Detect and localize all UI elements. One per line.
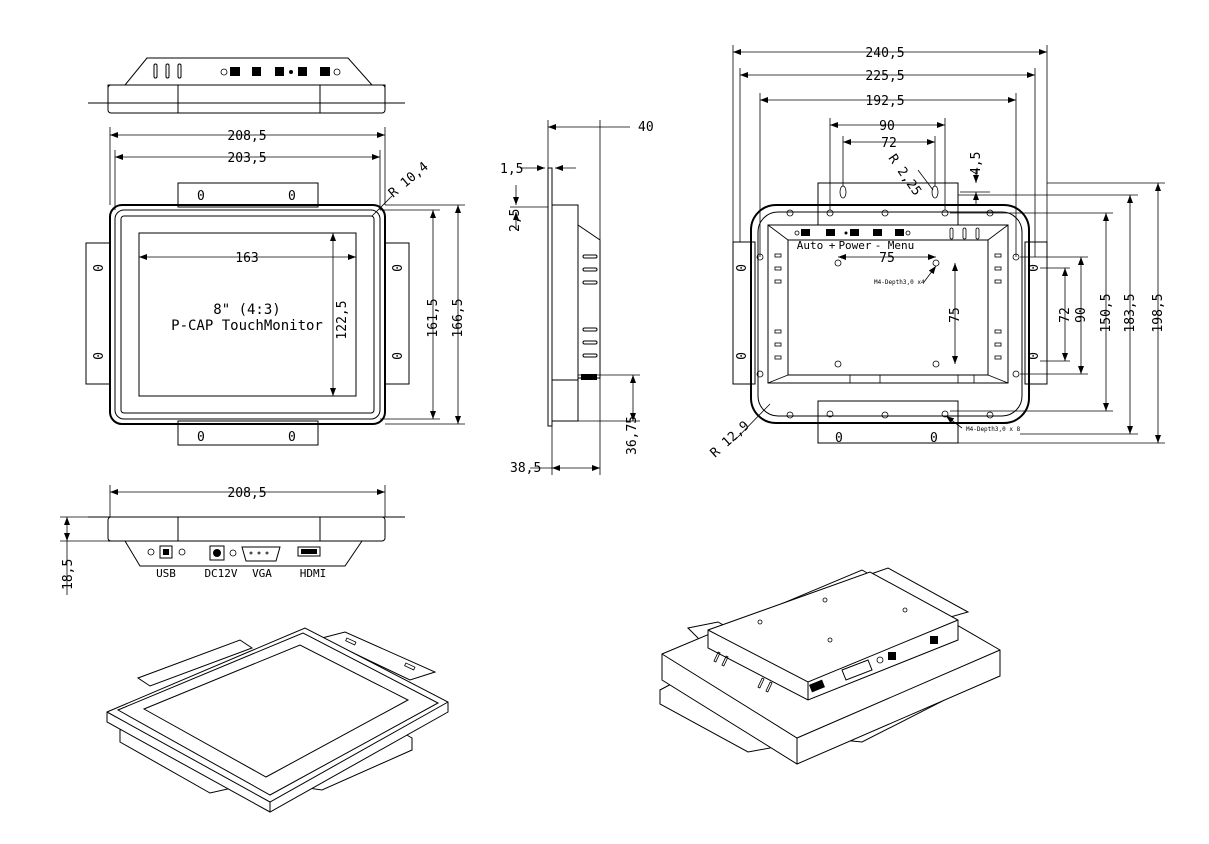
button-label-plus: + — [829, 239, 836, 252]
dim-front-width-outer: 208,5 — [227, 129, 266, 144]
svg-text:0: 0 — [835, 431, 843, 446]
bottom-view: USB DC12V VGA HDMI 208,5 18,5 — [60, 485, 405, 595]
svg-text:0: 0 — [1024, 352, 1039, 360]
dim-back-v-150: 150,5 — [1099, 293, 1114, 332]
svg-text:0: 0 — [288, 189, 296, 204]
dim-back-v-75: 75 — [948, 307, 963, 323]
dim-back-h-75: 75 — [879, 251, 895, 266]
back-buttons — [794, 229, 911, 236]
front-title-line1: 8" (4:3) — [213, 302, 280, 318]
svg-text:0: 0 — [930, 431, 938, 446]
dim-back-h-240: 240,5 — [865, 46, 904, 61]
dim-back-v-183: 183,5 — [1123, 293, 1138, 332]
bottom-ports — [147, 545, 321, 562]
note-mount-threads: M4-Depth3,0 x 8 — [966, 426, 1021, 433]
dim-back-hole-spacing: 4,5 — [969, 152, 984, 175]
back-screw-holes — [756, 209, 1020, 419]
dim-back-h-225: 225,5 — [865, 69, 904, 84]
dim-side-depth: 40 — [638, 120, 654, 135]
dim-back-v-90: 90 — [1074, 307, 1089, 323]
dim-bezel-thickness: 1,5 — [500, 162, 523, 177]
dim-back-v-72: 72 — [1058, 307, 1073, 323]
svg-text:0: 0 — [197, 430, 205, 445]
svg-text:0: 0 — [89, 352, 104, 360]
dim-screen-width: 163 — [235, 251, 258, 266]
dim-back-radius-hole: R 2,25 — [885, 152, 924, 199]
iso-back-details — [713, 597, 938, 693]
dim-bottom-width: 208,5 — [227, 486, 266, 501]
top-slots — [153, 63, 182, 79]
svg-text:0: 0 — [388, 264, 403, 272]
dim-front-width-inner: 203,5 — [227, 151, 266, 166]
svg-text:0: 0 — [288, 430, 296, 445]
front-title-line2: P-CAP TouchMonitor — [171, 318, 323, 334]
svg-text:0: 0 — [388, 352, 403, 360]
side-view: 40 1,5 2,5 38,5 36,75 — [500, 120, 654, 476]
dim-back-v-198: 198,5 — [1151, 293, 1166, 332]
dim-back-radius-corner: R 12,9 — [708, 418, 753, 461]
top-view — [88, 57, 405, 114]
svg-text:0: 0 — [732, 352, 747, 360]
svg-text:0: 0 — [197, 189, 205, 204]
top-buttons — [220, 67, 341, 76]
button-label-power: Power — [838, 239, 871, 252]
dim-bezel-offset: 2,5 — [508, 209, 523, 232]
dim-front-height-outer: 166,5 — [451, 298, 466, 337]
button-label-minus: - — [875, 239, 882, 252]
button-label-menu: Menu — [888, 239, 915, 252]
dim-back-h-90: 90 — [879, 119, 895, 134]
dim-side-bottom-depth: 38,5 — [510, 461, 541, 476]
front-view: 0 0 0 0 0 0 0 0 8" (4:3) P-CAP TouchMoni… — [85, 127, 466, 446]
port-label-hdmi: HDMI — [300, 567, 327, 580]
port-label-vga: VGA — [252, 567, 272, 580]
dim-connector-height: 36,75 — [625, 416, 640, 455]
dim-back-h-72: 72 — [881, 136, 897, 151]
svg-text:0: 0 — [89, 264, 104, 272]
isometric-back-view — [659, 567, 1001, 765]
side-slots — [581, 254, 598, 380]
dim-bottom-height: 18,5 — [61, 559, 76, 590]
dim-back-h-192: 192,5 — [865, 94, 904, 109]
port-label-dc12v: DC12V — [204, 567, 237, 580]
dim-front-radius: R 10,4 — [386, 159, 432, 201]
svg-text:0: 0 — [732, 264, 747, 272]
dim-front-height-inner: 161,5 — [426, 298, 441, 337]
isometric-front-view — [106, 627, 449, 813]
back-view: 0 0 0 0 0 0 — [708, 45, 1166, 461]
back-vents — [774, 227, 1002, 360]
button-label-auto: Auto — [797, 239, 824, 252]
port-label-usb: USB — [156, 567, 176, 580]
note-vesa-threads: M4-Depth3,0 x4 — [874, 279, 925, 286]
dim-screen-height: 122,5 — [335, 300, 350, 339]
svg-text:0: 0 — [1024, 264, 1039, 272]
